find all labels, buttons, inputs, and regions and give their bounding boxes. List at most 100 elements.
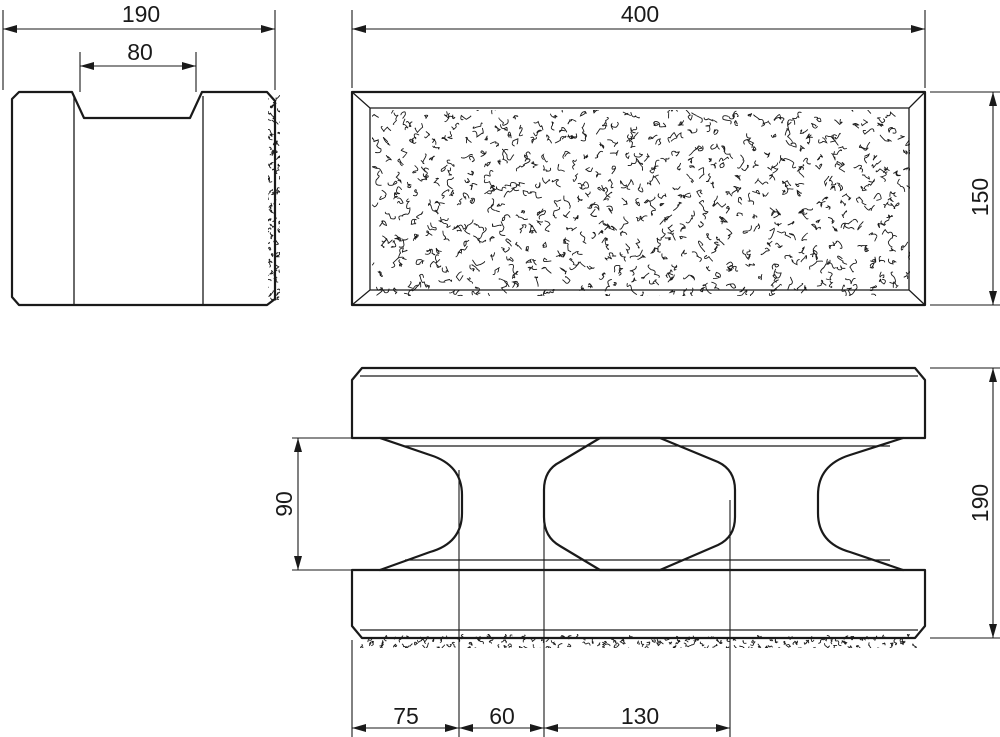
texture-squiggle — [572, 173, 579, 182]
texture-squiggle — [528, 223, 534, 234]
texture-squiggle — [460, 114, 472, 121]
texture-squiggle — [276, 187, 280, 195]
texture-squiggle — [619, 638, 625, 645]
texture-squiggle — [269, 105, 274, 109]
texture-squiggle — [834, 160, 843, 168]
texture-squiggle — [567, 635, 572, 640]
texture-squiggle — [272, 141, 280, 146]
dimension-label-top-end: 75 — [393, 703, 419, 729]
texture-squiggle — [832, 226, 839, 232]
texture-squiggle — [612, 282, 617, 287]
texture-squiggle — [836, 264, 846, 271]
texture-squiggle — [802, 157, 811, 165]
texture-squiggle — [583, 637, 588, 641]
texture-squiggle — [523, 151, 531, 160]
texture-squiggle — [914, 192, 919, 195]
texture-squiggle — [515, 214, 528, 220]
texture-squiggle — [754, 177, 769, 185]
texture-squiggle — [594, 298, 606, 302]
texture-squiggle — [641, 272, 650, 280]
texture-squiggle — [677, 120, 685, 126]
texture-squiggle — [768, 227, 775, 240]
texture-squiggle — [446, 177, 455, 190]
texture-squiggle — [575, 634, 579, 639]
texture-squiggle — [514, 281, 519, 288]
texture-squiggle — [435, 247, 442, 254]
texture-squiggle — [271, 119, 279, 125]
texture-squiggle — [698, 167, 705, 179]
texture-squiggle — [879, 271, 885, 279]
texture-squiggle — [855, 645, 860, 648]
texture-squiggle — [432, 637, 435, 642]
texture-squiggle — [818, 137, 828, 144]
texture-squiggle — [705, 122, 711, 133]
texture-squiggle — [873, 635, 878, 641]
texture-squiggle — [796, 189, 802, 197]
texture-squiggle — [536, 294, 543, 296]
texture-squiggle — [489, 236, 496, 242]
texture-squiggle — [793, 283, 804, 291]
texture-squiggle — [406, 181, 412, 189]
texture-squiggle — [883, 201, 894, 209]
texture-squiggle — [882, 634, 886, 638]
texture-squiggle — [670, 132, 684, 142]
texture-squiggle — [857, 221, 864, 231]
texture-squiggle — [710, 143, 720, 150]
texture-squiggle — [398, 238, 409, 248]
texture-squiggle — [704, 645, 709, 648]
texture-squiggle — [595, 171, 602, 178]
texture-squiggle — [770, 279, 779, 288]
texture-squiggle — [546, 289, 555, 294]
texture-squiggle — [746, 249, 752, 257]
texture-squiggle — [698, 200, 709, 213]
texture-squiggle — [771, 162, 779, 174]
texture-squiggle — [422, 173, 429, 181]
texture-squiggle — [403, 292, 411, 296]
texture-squiggle — [491, 649, 494, 652]
texture-squiggle — [567, 134, 577, 140]
texture-squiggle — [460, 634, 465, 640]
texture-squiggle — [889, 644, 893, 648]
texture-squiggle — [683, 274, 695, 281]
texture-squiggle — [682, 293, 686, 296]
texture-squiggle — [268, 269, 274, 275]
texture-squiggle — [713, 129, 719, 135]
texture-squiggle — [864, 246, 869, 253]
texture-squiggle — [856, 196, 867, 206]
texture-squiggle — [273, 240, 278, 244]
top-view-left-web — [378, 436, 464, 572]
texture-squiggle — [850, 635, 855, 641]
texture-squiggle — [569, 261, 586, 271]
texture-squiggle — [269, 232, 274, 240]
texture-squiggle — [785, 643, 791, 648]
texture-squiggle — [838, 146, 847, 150]
texture-squiggle — [858, 647, 861, 648]
texture-squiggle — [530, 160, 539, 169]
texture-squiggle — [637, 254, 647, 260]
texture-squiggle — [392, 636, 396, 640]
texture-squiggle — [277, 163, 280, 167]
texture-squiggle — [484, 161, 492, 168]
texture-squiggle — [725, 283, 737, 289]
front-view-face-bevel — [351, 91, 926, 306]
texture-squiggle — [788, 636, 793, 640]
texture-squiggle — [268, 146, 272, 151]
texture-squiggle — [679, 223, 686, 232]
texture-squiggle — [869, 285, 877, 292]
texture-squiggle — [268, 163, 272, 169]
texture-squiggle — [800, 255, 808, 263]
texture-squiggle — [822, 634, 830, 642]
texture-squiggle — [452, 224, 462, 232]
texture-squiggle — [668, 290, 676, 295]
side-view-textured-edge — [268, 95, 280, 302]
texture-squiggle — [534, 276, 539, 287]
texture-squiggle — [627, 299, 631, 302]
texture-squiggle — [671, 150, 681, 157]
texture-squiggle — [272, 216, 278, 223]
texture-squiggle — [503, 634, 507, 637]
texture-squiggle — [543, 257, 552, 263]
texture-squiggle — [726, 266, 732, 272]
texture-squiggle — [456, 198, 463, 206]
texture-squiggle — [906, 185, 910, 189]
texture-squiggle — [841, 640, 847, 645]
